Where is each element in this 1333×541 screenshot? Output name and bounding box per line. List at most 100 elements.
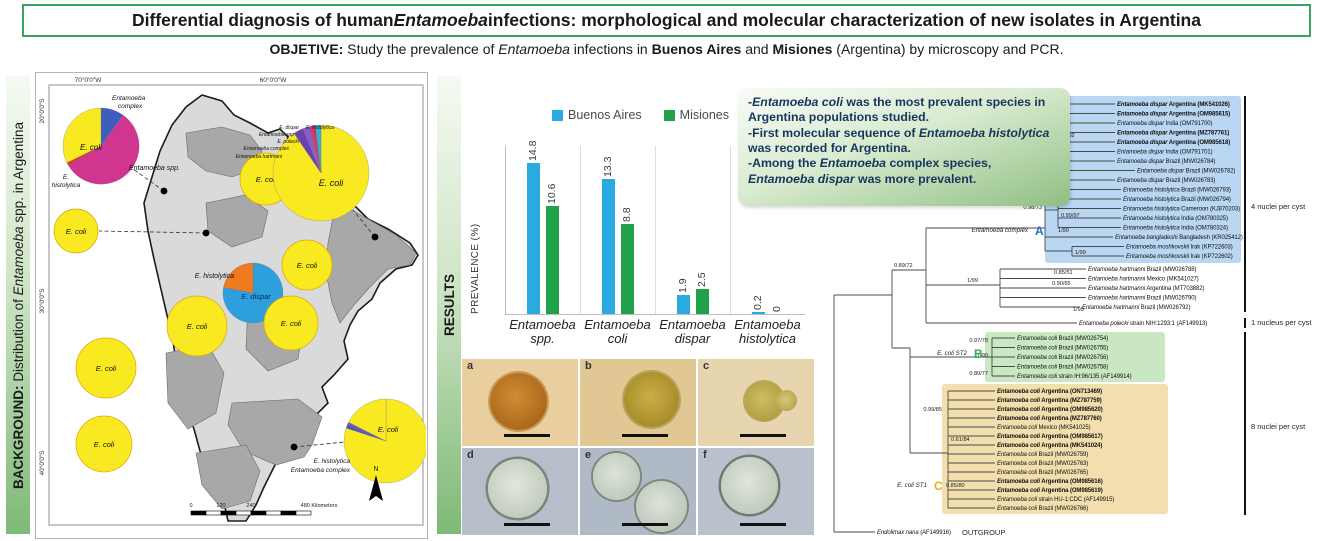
bar-value-label: 14.8 (527, 140, 539, 161)
panel-letter: a (467, 360, 474, 372)
bar-value-label: 1.9 (677, 278, 689, 293)
support-value: 0.85/80 (946, 483, 965, 489)
north-label: N (373, 466, 378, 473)
pie-slice (53, 208, 99, 254)
taxon-label: Entamoeba moshkovskii Irak (KP722603) (1126, 245, 1233, 251)
longitude-tick: 60°0'0"W (260, 76, 288, 84)
support-value: 0.89/72 (894, 263, 913, 269)
panel-letter: f (703, 449, 707, 461)
taxon-label: Entamoeba polecki strain NIH:1293:1 (AF1… (1079, 321, 1207, 327)
figure-title: Differential diagnosis of human Entamoeb… (22, 4, 1311, 37)
taxon-label: Entamoeba hartmanni Argentina (MT703882) (1088, 286, 1205, 292)
bar-buenos-aires (676, 295, 690, 314)
taxon-label: Entamoeba histolytica India (OM780324) (1123, 226, 1228, 232)
cyst-image (721, 457, 778, 514)
pie-slice (281, 239, 333, 291)
leader-line (352, 209, 376, 238)
bar-value-label: 13.3 (602, 156, 614, 177)
finding-line: -Entamoeba coli was the most prevalent s… (748, 95, 1046, 125)
support-value: 1/90 (1058, 228, 1069, 234)
taxon-label: Entamoeba dispar Brazil (MW026782) (1137, 169, 1235, 175)
y-axis-label: PREVALENCE (%) (470, 223, 481, 314)
taxon-label: Entamoeba coli Argentina (OM985617) (997, 434, 1103, 440)
pie-label: E. coli (80, 143, 102, 152)
taxon-label: Entamoeba moshkovskii Irak (KP722602) (1126, 254, 1233, 260)
taxon-label: Entamoeba histolytica Brazil (MW026793) (1123, 188, 1231, 194)
taxon-label: Entamoeba coli Argentina (MZ787760) (997, 416, 1102, 422)
pie-label: Entamoeba complex (243, 146, 289, 152)
taxon-label: Entamoeba dispar Brazil (MW026784) (1117, 159, 1215, 165)
clade-box-A (1045, 96, 1241, 263)
pie-label: Entamoeba complex (291, 467, 351, 474)
cyst-image (776, 390, 797, 411)
bar-value-label: 0.2 (752, 295, 764, 310)
support-value: 0.80/77 (969, 371, 988, 377)
pie-slice (75, 415, 133, 473)
taxon-label: Entamoeba coli Argentina (MK541024) (997, 443, 1102, 449)
scale-bar-label: 480 Kilometers (301, 503, 338, 509)
pie-label: E. coli (187, 322, 208, 331)
bar-misiones (620, 224, 634, 314)
latitude-tick: 30°0'0"S (38, 288, 46, 314)
pie-slice (348, 398, 387, 442)
panel-letter: c (703, 360, 710, 372)
pie-label: histolytica (52, 182, 81, 189)
pie-slice (263, 295, 319, 351)
support-value: 0.98/73 (1023, 205, 1042, 211)
taxon-label: Entamoeba hartmanni Brazil (MW026788) (1088, 267, 1196, 273)
key-findings-box: -Entamoeba coli was the most prevalent s… (738, 88, 1070, 206)
background-strip-label: BACKGROUND: Distribution of Entamoeba sp… (10, 121, 26, 489)
taxon-label: Entamoeba hartmanni Brazil (MW026790) (1088, 296, 1196, 302)
nuclei-annotation: 4 nuclei per cyst (1251, 202, 1306, 211)
scale-bar-segment (280, 510, 297, 516)
sample-site-dot (290, 443, 298, 451)
support-value: 0.61/84 (951, 437, 970, 443)
clade-box-B (985, 332, 1165, 382)
support-value: 1/90 (977, 353, 988, 359)
pie-label: E. dispar (241, 292, 271, 301)
support-value: 0.99/97 (1061, 213, 1080, 219)
panel-letter: b (585, 360, 592, 372)
support-value: 0.85/51 (1054, 270, 1073, 276)
legend-item: Buenos Aires (552, 108, 642, 122)
bar-value-label: 0 (771, 306, 783, 312)
scale-bar-segment (250, 510, 267, 516)
taxon-label: Entamoeba coli Brazil (MW026756) (1017, 355, 1108, 361)
finding-line: -First molecular sequence of Entamoeba h… (748, 125, 1050, 156)
taxon-label: Entamoeba dispar Argentina (MZ787761) (1117, 131, 1229, 137)
scale-bar-label: 0 (189, 503, 192, 509)
sample-site-dot (371, 233, 379, 241)
support-value: 1/99 (1075, 250, 1086, 256)
pie-label: E. coli (319, 178, 345, 188)
scale-bar-segment (190, 510, 207, 516)
taxon-label: Endolimax nana (AF149916) (877, 530, 951, 536)
pie-label: E. polecki (277, 139, 300, 145)
nuclei-annotation: 1 nucleus per cyst (1251, 318, 1312, 327)
longitude-tick: 70°0'0"W (75, 76, 103, 84)
taxon-label: Entamoeba histolytica India (OM780325) (1123, 216, 1228, 222)
outgroup-label: OUTGROUP (962, 528, 1005, 537)
clade-name: E. coli ST1 (897, 482, 927, 489)
panel-letter: e (585, 449, 592, 461)
support-value: 1/99 (967, 278, 978, 284)
pie-label: E. coli (256, 175, 277, 184)
taxon-label: Entamoeba coli Brazil (MW026766) (997, 506, 1088, 512)
pie-slice (166, 295, 228, 357)
scale-bar (740, 434, 786, 437)
pie-label: E. coli (66, 227, 87, 236)
taxon-label: Entamoeba dispar Argentina (MK541026) (1117, 102, 1230, 108)
legend-item: Misiones (663, 108, 729, 122)
pie-slice (68, 115, 140, 185)
scale-bar-label: 120 (216, 503, 225, 509)
pie-label: E. dispar (279, 125, 299, 131)
taxon-label: Entamoeba coli strain IH:96/135 (AF14991… (1017, 374, 1132, 380)
results-strip: RESULTS (437, 76, 461, 534)
bar-value-label: 10.6 (546, 183, 558, 204)
x-axis (505, 314, 805, 315)
